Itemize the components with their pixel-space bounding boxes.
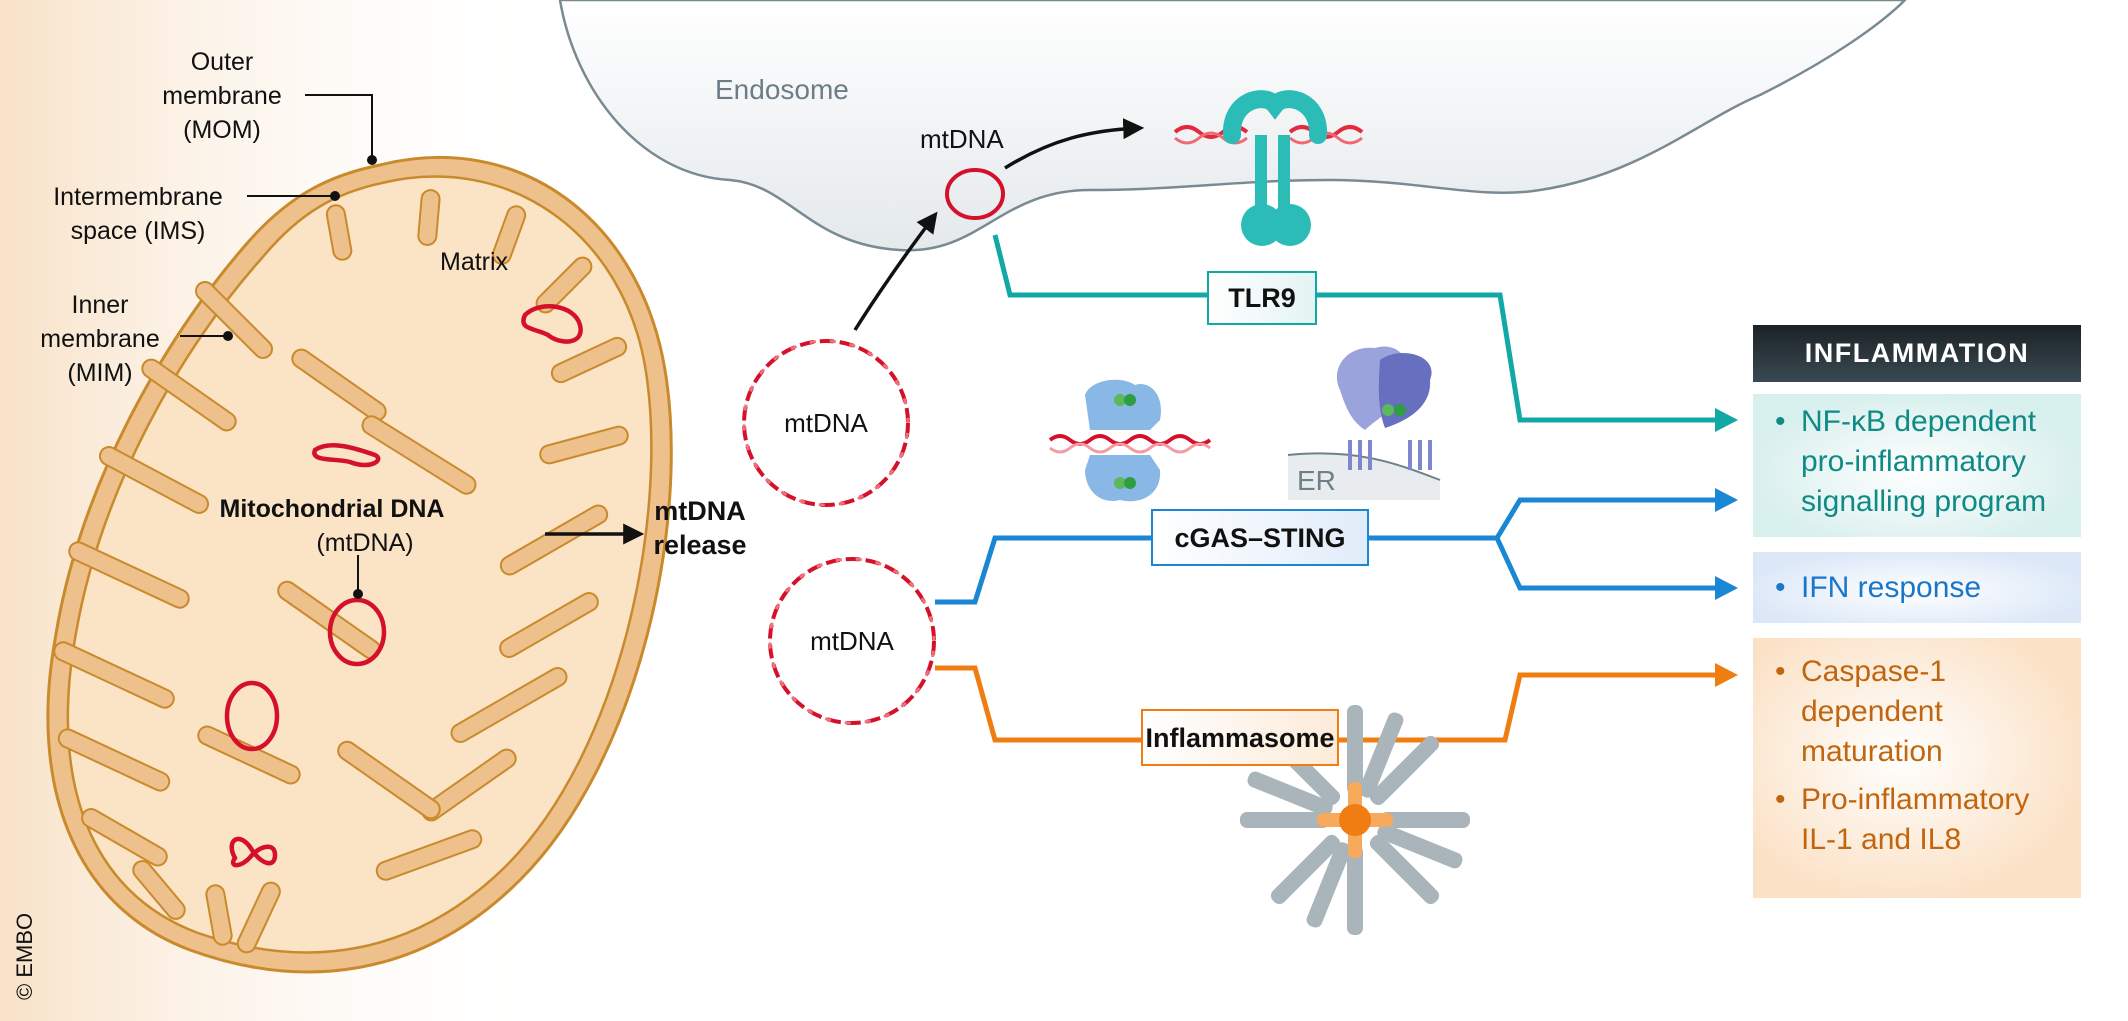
label-outer-membrane: Outer membrane (MOM)	[162, 48, 377, 165]
nfkb-outcome-box: • NF-κB dependent pro-inflammatory signa…	[1753, 394, 2081, 537]
mtdna-circle-bottom: mtDNA	[768, 557, 936, 725]
outcome-item: • IFN response	[1775, 568, 1981, 608]
tlr9-label: TLR9	[1228, 283, 1296, 313]
mtdna-circle-top: mtDNA	[742, 339, 910, 507]
cgas-arrowhead-lower	[1715, 576, 1738, 600]
endosome-label: Endosome	[715, 74, 849, 105]
mito-dna-loops	[224, 304, 583, 868]
outcome-item: • Pro-inflammatory IL-1 and IL8	[1775, 780, 2067, 860]
inflammasome-arrowhead	[1715, 663, 1738, 687]
label-inner-membrane: Inner membrane (MIM)	[40, 291, 233, 387]
bullet-icon: •	[1775, 405, 1786, 438]
mtdna-circle-label: mtDNA	[810, 626, 894, 656]
label-intermembrane-space: Intermembrane space (IMS)	[53, 183, 340, 245]
arrow-to-tlr9	[1004, 118, 1145, 170]
outcome-text: NF-κB dependent pro-inflammatory signall…	[1801, 405, 2047, 518]
cgas-dna-complex-icon	[1048, 379, 1212, 502]
mtdna-pointer-dot	[353, 589, 363, 599]
label-matrix: Matrix	[440, 248, 509, 276]
label-mtdna-title: Mitochondrial DNA	[220, 495, 445, 523]
release-label-line2: release	[653, 530, 746, 560]
release-label-line1: mtDNA	[654, 496, 746, 526]
tlr9-pathway-line	[992, 234, 1715, 423]
sting-er-icon: ER	[1287, 346, 1441, 500]
er-label: ER	[1297, 465, 1336, 496]
inflammasome-label: Inflammasome	[1145, 723, 1334, 753]
cgas-sting-label-box: cGAS–STING	[1151, 509, 1369, 566]
mitochondrion	[46, 155, 673, 974]
label-text: membrane	[162, 82, 282, 110]
tlr9-receptor-icon	[1173, 90, 1364, 246]
arrow-into-endosome	[853, 211, 938, 331]
cgas-sting-label: cGAS–STING	[1174, 523, 1345, 553]
outcome-text: IFN response	[1801, 570, 1982, 604]
inflammation-title: INFLAMMATION	[1804, 338, 2030, 368]
label-text: space (IMS)	[71, 217, 206, 245]
inflammasome-label-box: Inflammasome	[1141, 709, 1339, 766]
outcome-text: Pro-inflammatory IL-1 and IL8	[1801, 783, 2030, 856]
tlr9-label-box: TLR9	[1207, 271, 1317, 325]
endosome-mtdna-circle	[945, 168, 1005, 220]
label-mtdna-sub: (mtDNA)	[316, 529, 413, 557]
label-text: (MIM)	[67, 359, 132, 387]
label-text: Inner	[72, 291, 129, 319]
endosome-mtdna-label: mtDNA	[920, 124, 1004, 154]
outcome-text: Caspase-1 dependent maturation	[1801, 655, 1947, 768]
cgas-arrowhead-upper	[1715, 488, 1738, 512]
mtdna-circle-label: mtDNA	[784, 408, 868, 438]
tlr9-arrowhead	[1715, 408, 1738, 432]
label-text: Intermembrane	[53, 183, 223, 211]
ifn-outcome-box: • IFN response	[1753, 552, 2081, 623]
bullet-icon: •	[1775, 570, 1786, 604]
mito-cristae	[53, 189, 629, 954]
copyright-credit: © EMBO	[12, 913, 37, 1000]
inflammation-header: INFLAMMATION	[1753, 325, 2081, 382]
label-text: (MOM)	[183, 116, 261, 144]
bullet-icon: •	[1775, 783, 1786, 816]
label-text: membrane	[40, 325, 160, 353]
bullet-icon: •	[1775, 655, 1786, 688]
label-text: Outer	[191, 48, 254, 76]
outcome-item: • NF-κB dependent pro-inflammatory signa…	[1775, 402, 2067, 522]
caspase-outcome-box: • Caspase-1 dependent maturation • Pro-i…	[1753, 638, 2081, 898]
outcome-item: • Caspase-1 dependent maturation	[1775, 652, 2067, 772]
